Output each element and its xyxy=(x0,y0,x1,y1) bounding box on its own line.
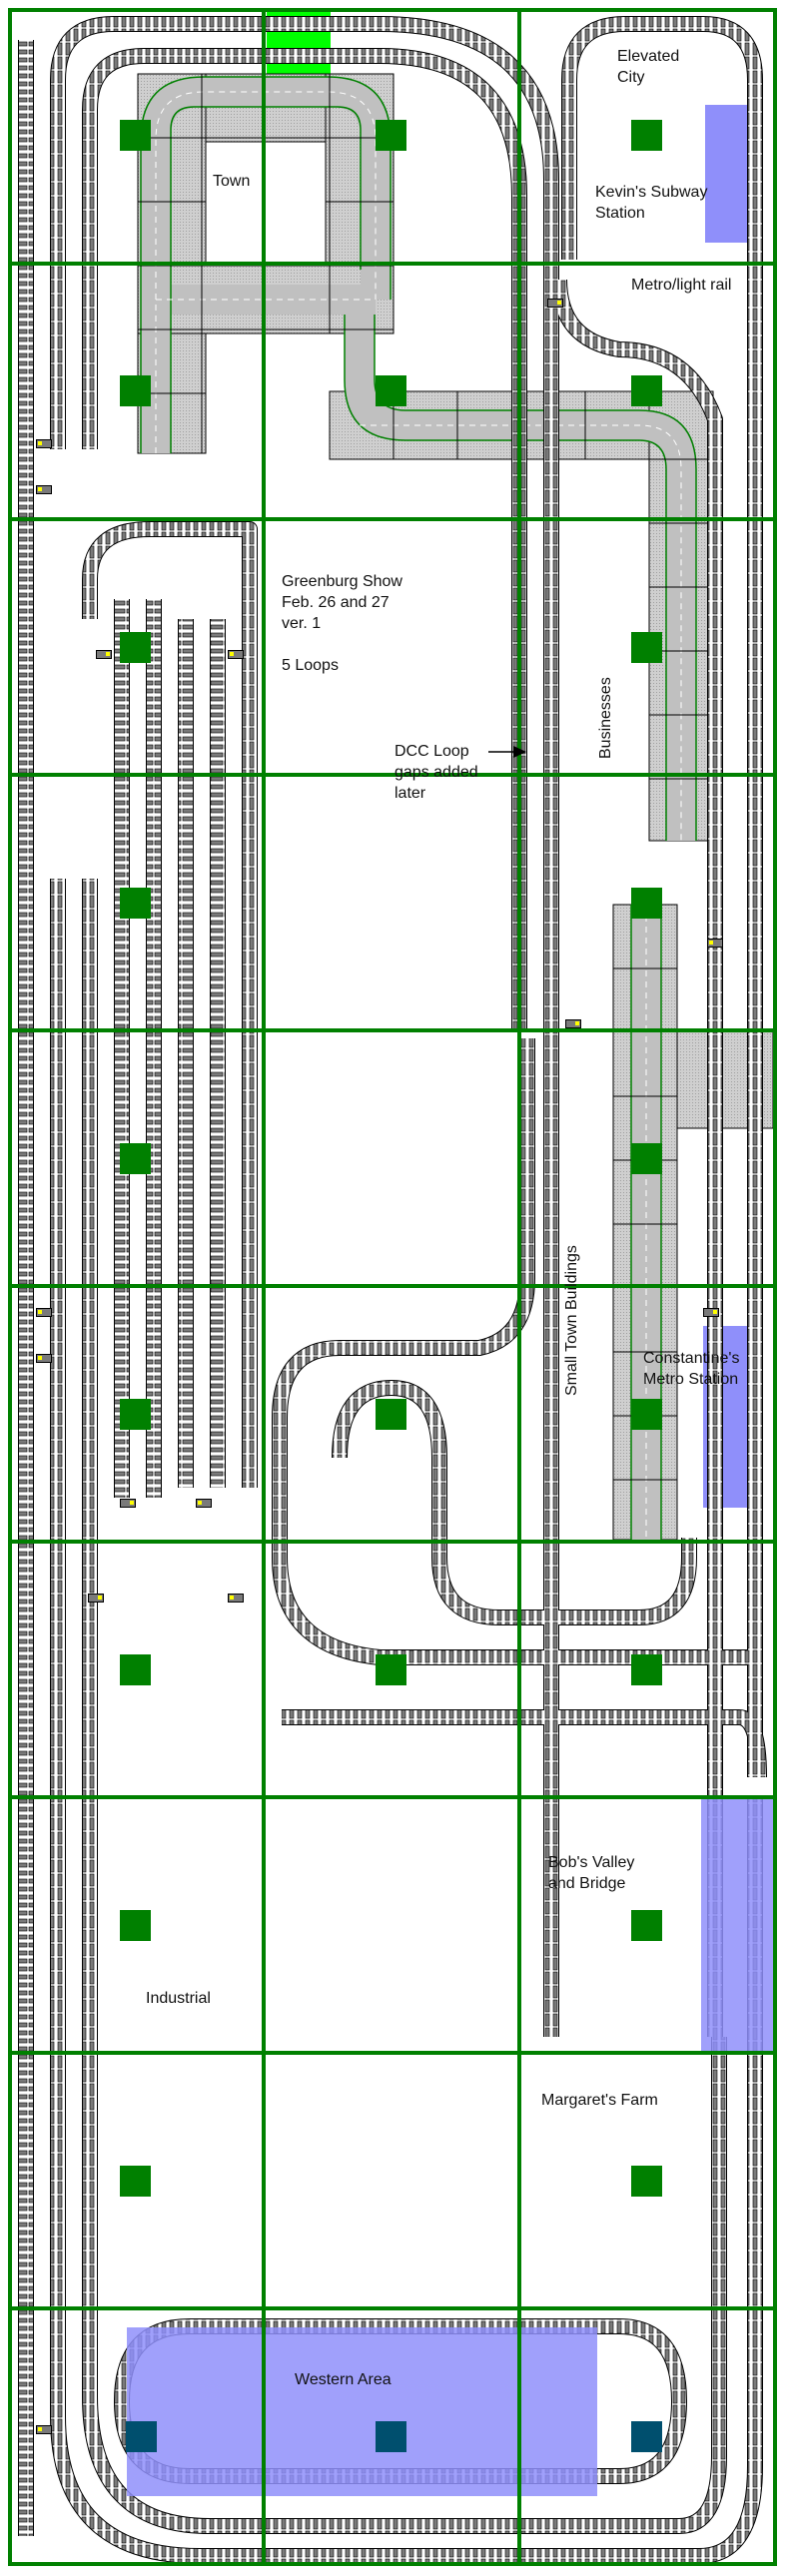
module-marker xyxy=(120,1399,151,1430)
bobs-valley-overlay xyxy=(701,1797,775,2053)
module-marker xyxy=(376,1654,406,1685)
signal-icon xyxy=(36,485,52,494)
module-marker xyxy=(120,1654,151,1685)
signal-icon xyxy=(228,1594,244,1603)
module-marker xyxy=(631,2421,662,2452)
signal-icon xyxy=(36,1308,52,1317)
module-marker xyxy=(126,2421,157,2452)
signal-icon xyxy=(88,1594,104,1603)
module-marker xyxy=(631,1910,662,1941)
area-label-small-town-buildings: Small Town Buildings xyxy=(563,1245,580,1396)
module-marker xyxy=(120,888,151,919)
module-marker xyxy=(120,120,151,151)
area-label-margarets-farm: Margaret's Farm xyxy=(541,2092,658,2109)
small-town-street xyxy=(612,904,774,1541)
area-label-industrial: Industrial xyxy=(146,1990,211,2007)
area-label-elevated-city: Elevated City xyxy=(617,48,680,86)
area-label-constantines-metro: Constantine's Metro Station xyxy=(643,1350,740,1388)
dcc-note: DCC Loop gaps added later xyxy=(394,743,478,802)
module-marker xyxy=(631,1399,662,1430)
module-marker xyxy=(376,375,406,406)
module-marker xyxy=(120,632,151,663)
tracks xyxy=(18,16,759,2564)
module-marker xyxy=(631,1654,662,1685)
module-grid xyxy=(8,8,777,2566)
signal-icon xyxy=(703,1308,719,1317)
module-marker xyxy=(120,2166,151,2197)
module-marker xyxy=(376,120,406,151)
kevins-subway-overlay xyxy=(705,105,747,243)
signal-icon xyxy=(36,2425,52,2434)
module-marker xyxy=(376,1399,406,1430)
show-dates: Feb. 26 and 27 xyxy=(282,594,390,611)
module-marker xyxy=(376,2421,406,2452)
area-label-town: Town xyxy=(213,173,251,190)
module-marker xyxy=(631,1143,662,1174)
signal-icon xyxy=(228,650,244,659)
area-label-businesses: Businesses xyxy=(597,677,614,759)
module-marker xyxy=(120,375,151,406)
signal-icon xyxy=(707,939,723,948)
module-marker xyxy=(631,375,662,406)
signal-icon xyxy=(36,1354,52,1363)
module-marker xyxy=(631,888,662,919)
area-label-western-area: Western Area xyxy=(295,2371,392,2388)
dcc-arrow xyxy=(488,746,526,758)
signal-icon xyxy=(547,299,563,308)
module-marker xyxy=(631,632,662,663)
signal-icon xyxy=(36,439,52,448)
module-marker xyxy=(120,1910,151,1941)
module-marker xyxy=(631,120,662,151)
signal-icon xyxy=(120,1499,136,1508)
signal-icon xyxy=(565,1019,581,1028)
area-label-kevins-subway: Kevin's Subway Station xyxy=(595,184,708,222)
area-label-metro-light-rail: Metro/light rail xyxy=(631,277,732,294)
signal-icon xyxy=(196,1499,212,1508)
signal-icon xyxy=(96,650,112,659)
show-info: Greenburg Show Feb. 26 and 27 ver. 1 5 L… xyxy=(282,571,402,676)
module-marker xyxy=(120,1143,151,1174)
module-marker xyxy=(631,2166,662,2197)
show-version: ver. 1 xyxy=(282,615,322,632)
area-label-bobs-valley: Bob's Valley and Bridge xyxy=(548,1854,635,1892)
show-title: Greenburg Show xyxy=(282,573,402,590)
western-area-overlay xyxy=(127,2327,298,2496)
show-loops: 5 Loops xyxy=(282,657,339,674)
